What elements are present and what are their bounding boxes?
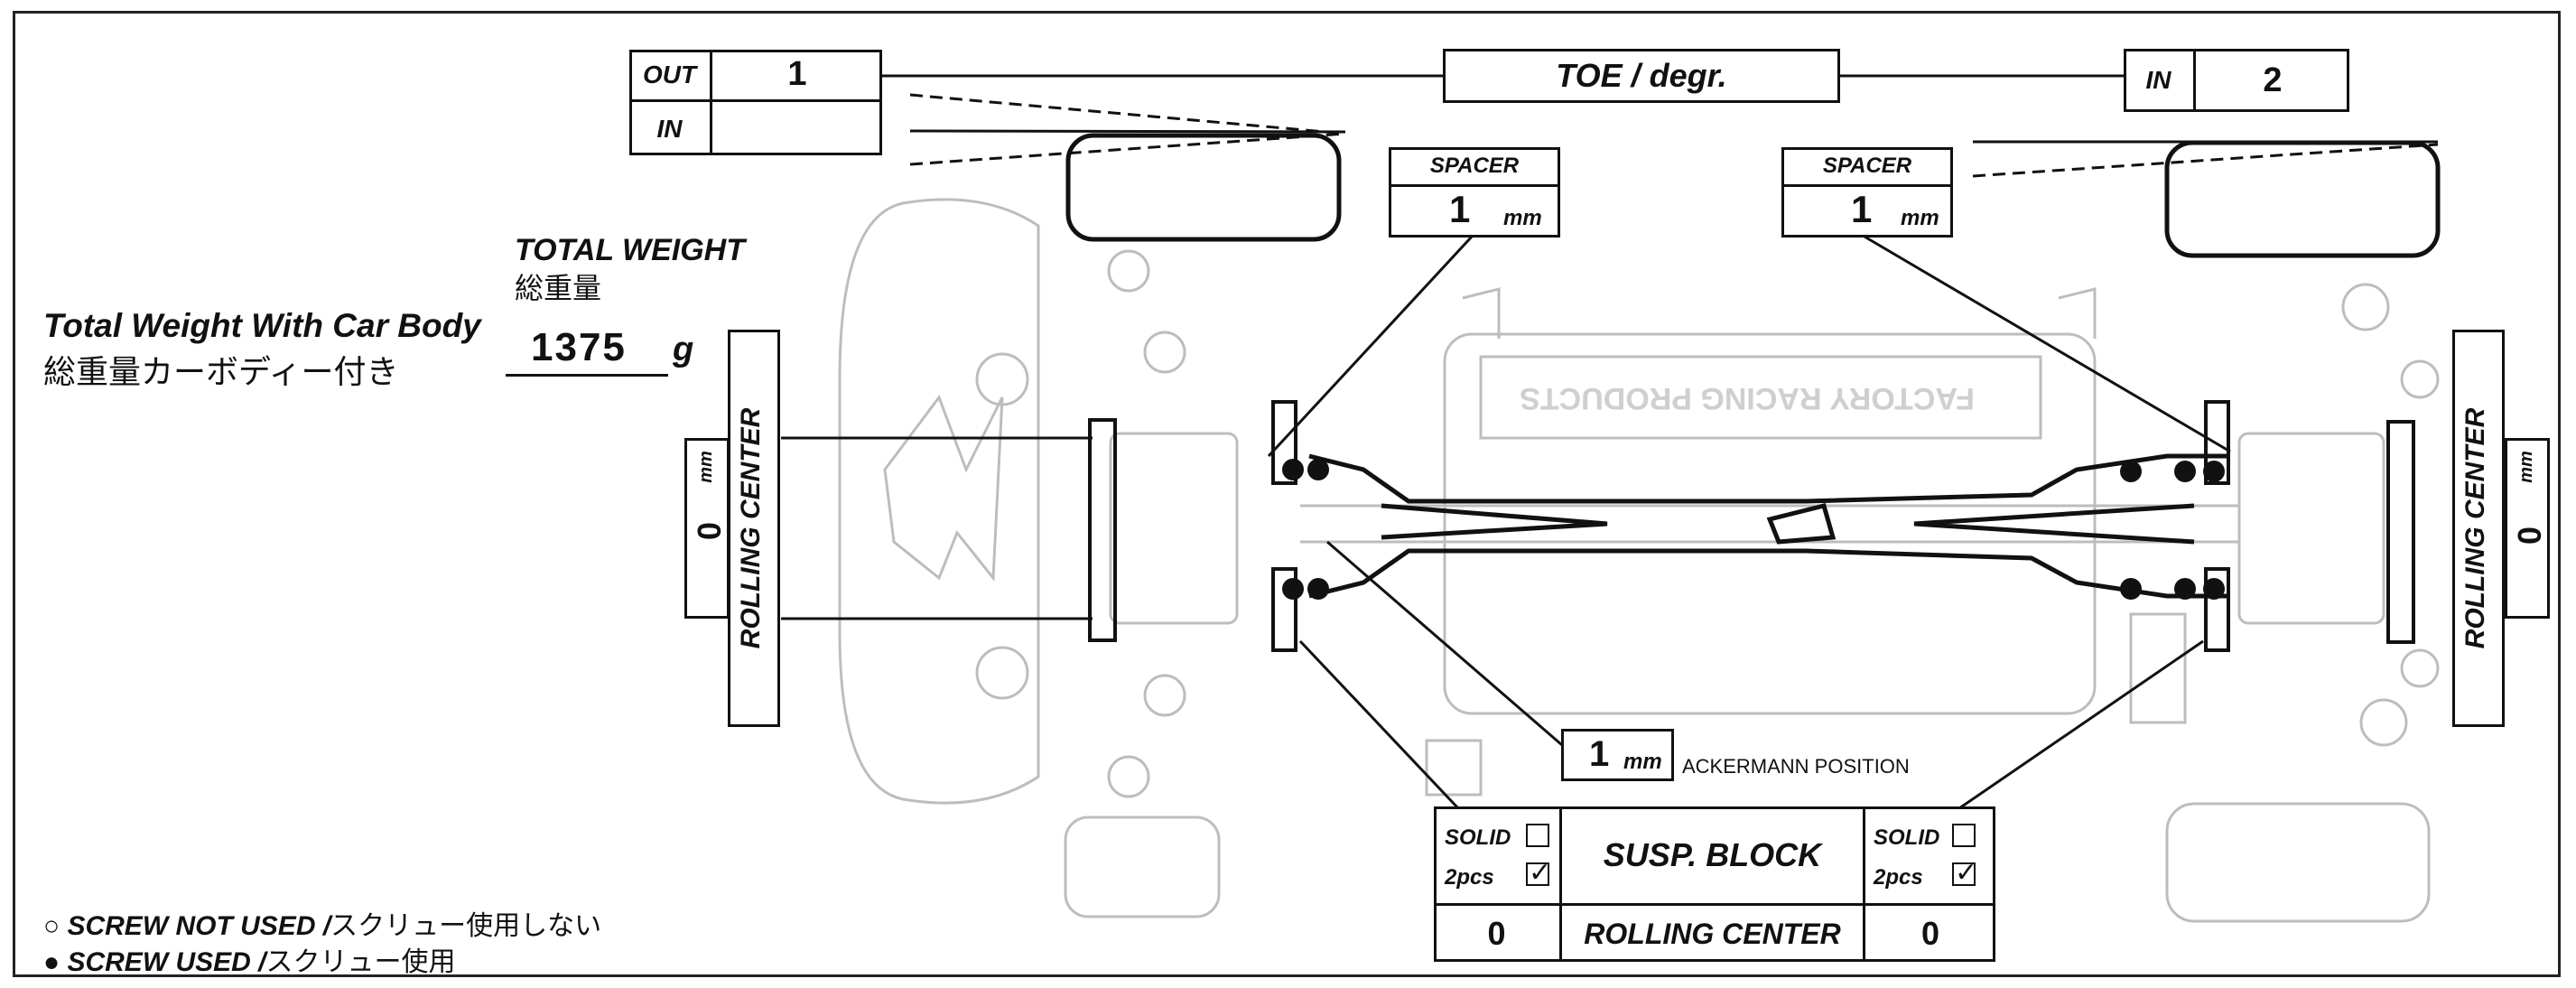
legend-not-used: ○ SCREW NOT USED /スクリュー使用しない	[43, 903, 601, 943]
rear-spacer-value[interactable]: 1	[1851, 188, 1873, 230]
front-2pcs-label: 2pcs	[1445, 865, 1494, 890]
rear-rolling-center-value-box	[2505, 438, 2550, 619]
legend-separator-1: /	[322, 911, 331, 941]
total-weight-value[interactable]: 1375	[531, 325, 627, 369]
ackermann-unit: mm	[1623, 750, 1662, 774]
front-toe-out-value[interactable]: 1	[712, 50, 882, 102]
legend-used: ● SCREW USED /スクリュー使用	[43, 939, 456, 979]
front-rolling-center-label: ROLLING CENTER	[736, 407, 766, 649]
front-toe-table	[629, 50, 882, 155]
rear-rolling-center-label: ROLLING CENTER	[2460, 407, 2490, 649]
filled-circle-icon: ●	[43, 947, 60, 977]
rear-spacer-box	[1781, 147, 1953, 238]
total-weight-body-label: Total Weight With Car Body	[43, 307, 481, 344]
front-rolling-center-box	[728, 330, 780, 727]
susp-block-title: SUSP. BLOCK	[1603, 835, 1822, 873]
legend-not-used-en: SCREW NOT USED	[67, 911, 316, 941]
front-rolling-center-value-box	[684, 438, 730, 619]
total-weight-label-jp: 総重量	[515, 272, 602, 304]
legend-not-used-jp: スクリュー使用しない	[330, 911, 602, 941]
ackermann-value[interactable]: 1	[1589, 734, 1610, 774]
front-spacer-value[interactable]: 1	[1449, 188, 1471, 230]
total-weight-label: TOTAL WEIGHT	[515, 233, 745, 267]
susp-table-divider	[1434, 903, 1995, 906]
setup-sheet-frame	[13, 11, 2561, 977]
front-solid-label: SOLID	[1445, 825, 1511, 850]
toe-title: TOE / degr.	[1443, 49, 1840, 103]
front-solid-checkbox[interactable]	[1526, 824, 1549, 847]
front-rolling-center-unit: mm	[696, 451, 716, 483]
rear-toe-in-label: IN	[2124, 49, 2196, 112]
rear-2pcs-label: 2pcs	[1874, 865, 1923, 890]
rear-toe-table	[2124, 49, 2349, 112]
front-rolling-center-value[interactable]: 0	[691, 521, 728, 541]
rear-2pcs-checkbox[interactable]	[1952, 857, 1977, 889]
front-toe-in-label: IN	[629, 102, 712, 155]
chassis-brand-text: FACTORY RACING PRODUCTS	[1520, 381, 1975, 415]
rear-rolling-center-value[interactable]: 0	[2511, 526, 2548, 545]
susp-front-rc-value[interactable]: 0	[1487, 915, 1506, 952]
rear-solid-checkbox[interactable]	[1952, 824, 1976, 847]
susp-rear-rc-value[interactable]: 0	[1920, 915, 1940, 952]
rear-rolling-center-unit: mm	[2516, 451, 2536, 483]
rear-toe-in-value[interactable]: 2	[2263, 61, 2283, 99]
rear-spacer-label: SPACER	[1781, 147, 1953, 187]
front-spacer-label: SPACER	[1389, 147, 1560, 187]
front-toe-out-label: OUT	[629, 50, 712, 102]
rear-solid-label: SOLID	[1874, 825, 1940, 850]
front-2pcs-checkbox[interactable]	[1526, 857, 1551, 889]
susp-table-vline-1	[1559, 806, 1562, 962]
open-circle-icon: ○	[43, 911, 60, 941]
rear-rolling-center-box	[2452, 330, 2505, 727]
legend-separator-2: /	[258, 947, 266, 977]
total-weight-body-label-jp: 総重量カーボディー付き	[43, 353, 399, 390]
ackermann-box	[1561, 729, 1674, 781]
susp-rc-label: ROLLING CENTER	[1584, 917, 1841, 950]
weight-underline	[506, 374, 668, 377]
front-toe-in-value[interactable]	[712, 102, 882, 155]
ackermann-label: ACKERMANN POSITION	[1682, 755, 1910, 778]
total-weight-unit: g	[673, 331, 694, 368]
front-spacer-unit: mm	[1503, 206, 1542, 230]
legend-used-jp: スクリュー使用	[265, 947, 456, 977]
susp-table-vline-2	[1863, 806, 1865, 962]
rear-spacer-unit: mm	[1901, 206, 1939, 230]
front-spacer-box	[1389, 147, 1560, 238]
legend-used-en: SCREW USED	[67, 947, 251, 977]
